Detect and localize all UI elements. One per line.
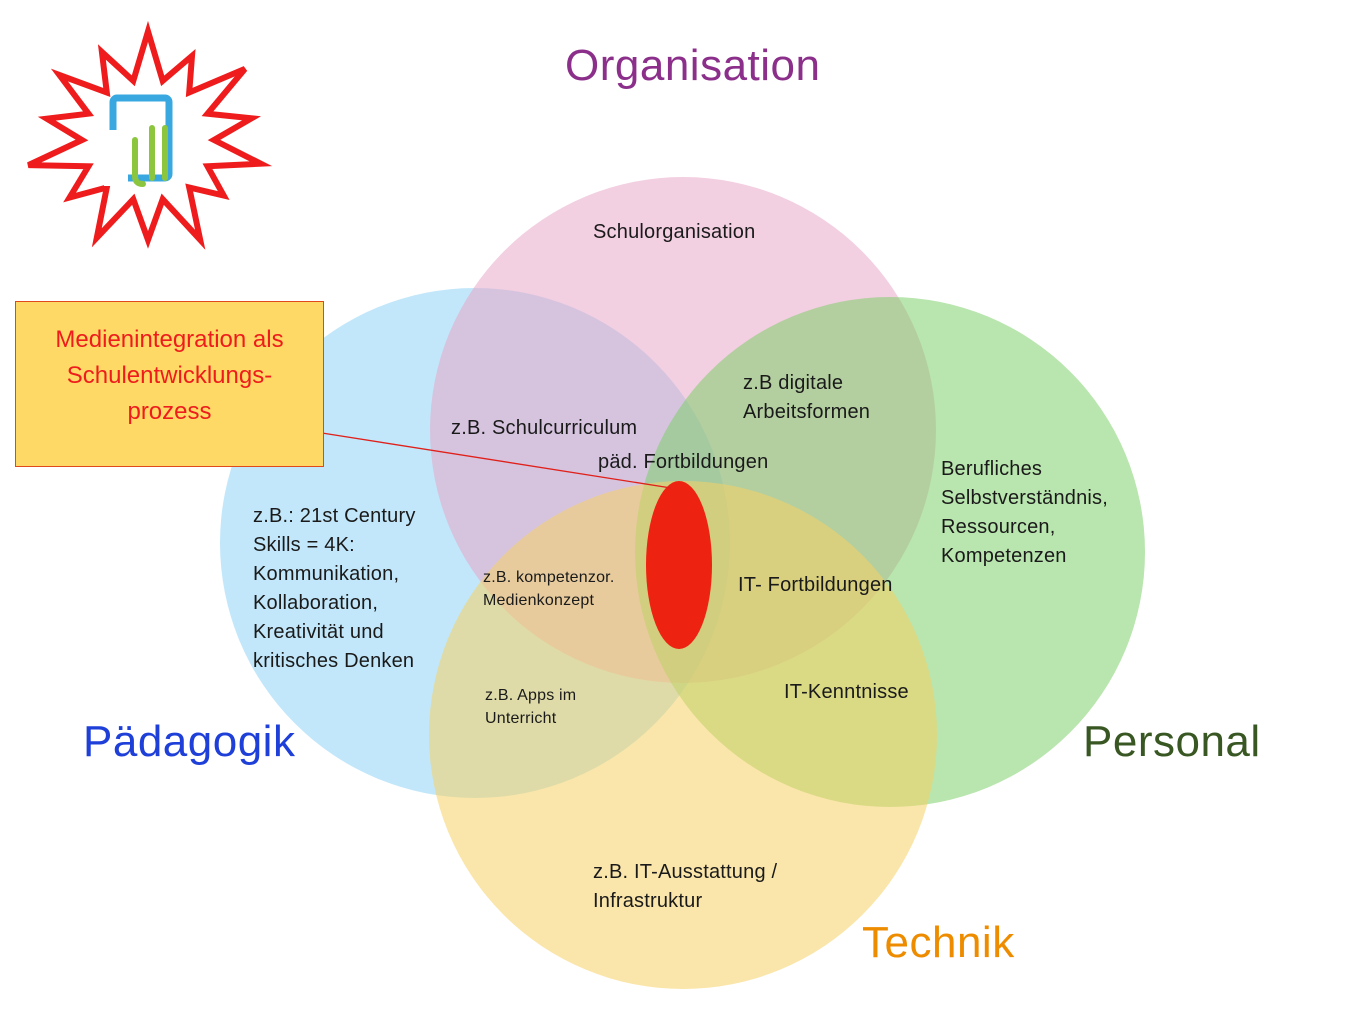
label-it-ausstattung: z.B. IT-Ausstattung / Infrastruktur [593,861,778,912]
title-paedagogik: Pädagogik [83,717,296,766]
label-digitale-arbeitsformen: z.B digitale Arbeitsformen [743,372,871,423]
label-paed-fortbildungen: päd. Fortbildungen [598,451,769,473]
center-ellipse [646,481,712,649]
title-personal: Personal [1083,717,1261,766]
circle-technik [429,481,937,989]
label-it-fortbildungen: IT- Fortbildungen [738,574,893,596]
label-schulorganisation: Schulorganisation [593,221,756,243]
starburst-logo-icon [27,20,273,250]
callout-connector-line [321,432,672,489]
callout-text: Medienintegration als Schulentwicklungs-… [55,326,284,425]
title-organisation: Organisation [565,41,821,90]
title-technik: Technik [862,918,1015,967]
label-century-skills: z.B.: 21st Century Skills = 4K: Kommunik… [253,505,416,672]
label-it-kenntnisse: IT-Kenntnisse [784,681,909,703]
label-medienkonzept: z.B. kompetenzor. Medienkonzept [483,569,615,609]
label-schulcurriculum: z.B. Schulcurriculum [451,417,638,439]
callout-box: Medienintegration als Schulentwicklungs-… [15,301,324,467]
label-apps: z.B. Apps im Unterricht [485,687,577,727]
label-berufliches: Berufliches Selbstverständnis, Ressource… [941,458,1109,567]
